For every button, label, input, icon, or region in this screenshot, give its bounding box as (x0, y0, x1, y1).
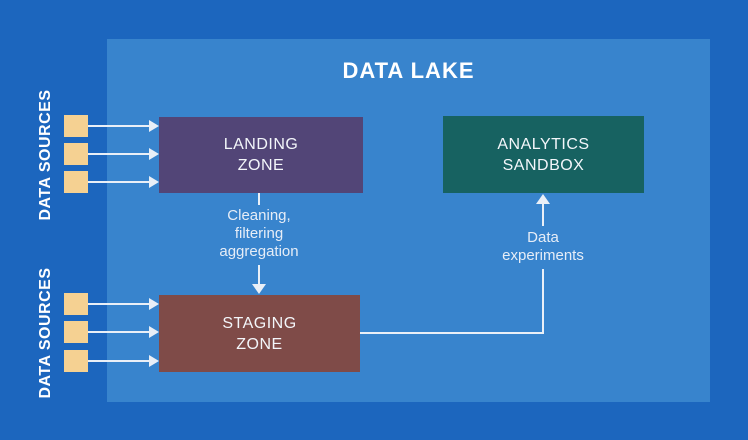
connector-line (258, 265, 260, 284)
analytics-sandbox-box: ANALYTICS SANDBOX (443, 116, 644, 193)
data-source-square (64, 143, 88, 165)
down-arrow-head-icon (252, 284, 266, 294)
right-arrow-head-icon (149, 326, 159, 338)
right-arrow-head-icon (149, 148, 159, 160)
right-arrow-head-icon (149, 176, 159, 188)
data-experiments-label: Data experiments (502, 229, 584, 264)
data-source-square (64, 115, 88, 137)
connector-line (258, 193, 260, 205)
right-arrow-head-icon (149, 298, 159, 310)
right-arrow-head-icon (149, 355, 159, 367)
arrow-shaft (88, 125, 149, 127)
data-source-square (64, 350, 88, 372)
data-lake-title: DATA LAKE (342, 58, 475, 83)
arrow-shaft (88, 331, 149, 333)
right-arrow-head-icon (149, 120, 159, 132)
staging-zone-box: STAGING ZONE (159, 295, 360, 372)
connector-line (360, 332, 544, 334)
data-sources-label-bottom: DATA SOURCES (37, 267, 54, 399)
data-source-square (64, 171, 88, 193)
arrow-shaft (88, 360, 149, 362)
data-sources-label-top: DATA SOURCES (37, 89, 54, 221)
data-source-square (64, 293, 88, 315)
cleaning-filtering-label: Cleaning, filtering aggregation (219, 207, 299, 260)
arrow-shaft (88, 153, 149, 155)
up-arrow-head-icon (536, 194, 550, 204)
arrow-shaft (88, 181, 149, 183)
arrow-shaft (88, 303, 149, 305)
connector-line (542, 269, 544, 334)
connector-line (542, 203, 544, 226)
data-source-square (64, 321, 88, 343)
landing-zone-box: LANDING ZONE (159, 117, 363, 193)
